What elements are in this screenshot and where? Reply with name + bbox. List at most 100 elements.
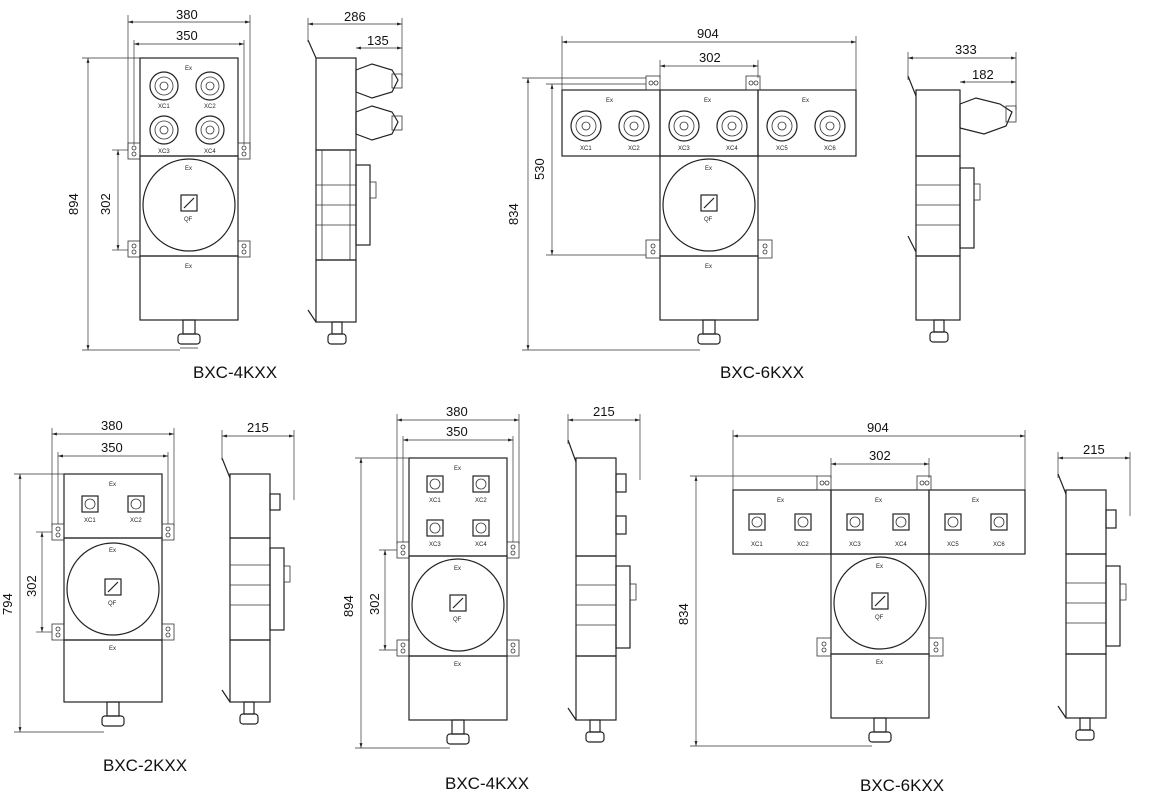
svg-text:XC1: XC1 bbox=[84, 518, 96, 524]
svg-text:XC2: XC2 bbox=[130, 518, 142, 524]
tl-socket-xc1: XC1 bbox=[149, 71, 179, 110]
b1-front-dims: 380 350 794 302 bbox=[0, 418, 175, 733]
b3-socket-xc3: XC3 bbox=[846, 513, 864, 548]
svg-text:XC4: XC4 bbox=[895, 542, 907, 548]
tr-front-dims: 904 302 834 530 bbox=[506, 26, 857, 351]
svg-text:XC1: XC1 bbox=[429, 498, 441, 504]
svg-text:XC2: XC2 bbox=[204, 104, 216, 110]
svg-text:302: 302 bbox=[24, 575, 39, 597]
svg-text:Ex: Ex bbox=[875, 498, 882, 504]
svg-text:215: 215 bbox=[1083, 442, 1105, 457]
b1-socket-xc2: XC2 bbox=[127, 495, 145, 524]
b2-socket-xc1: XC1 bbox=[426, 475, 444, 504]
tl-socket-box bbox=[139, 57, 239, 157]
b3-socket-xc5: XC5 bbox=[944, 513, 962, 548]
svg-text:XC4: XC4 bbox=[204, 149, 216, 155]
svg-text:XC3: XC3 bbox=[849, 542, 861, 548]
tl-side-view bbox=[307, 39, 403, 345]
tr-side-dims: 333 182 bbox=[907, 42, 1017, 110]
svg-text:XC2: XC2 bbox=[475, 498, 487, 504]
svg-text:XC1: XC1 bbox=[751, 542, 763, 548]
b1-side-view bbox=[221, 457, 291, 725]
svg-text:XC3: XC3 bbox=[158, 149, 170, 155]
tl-socket-xc4: XC4 bbox=[195, 115, 225, 155]
svg-text:834: 834 bbox=[506, 203, 521, 225]
svg-text:286: 286 bbox=[344, 9, 366, 24]
svg-text:350: 350 bbox=[176, 28, 198, 43]
tr-socket-xc3: XC3 bbox=[668, 110, 700, 152]
svg-text:350: 350 bbox=[101, 440, 123, 455]
caption-bottom-3: BXC-6KXX bbox=[860, 776, 944, 795]
b3-front-view: Ex Ex Ex XC1 XC2 XC3 XC4 XC5 XC6 QF Ex E… bbox=[732, 475, 1026, 743]
b2-socket-xc3: XC3 bbox=[426, 519, 444, 548]
svg-text:QF: QF bbox=[108, 601, 117, 607]
b3-socket-xc6: XC6 bbox=[990, 513, 1008, 548]
tl-breaker-flange bbox=[142, 158, 236, 252]
svg-text:Ex: Ex bbox=[705, 264, 712, 270]
svg-text:333: 333 bbox=[955, 42, 977, 57]
svg-text:Ex: Ex bbox=[109, 482, 116, 488]
tr-socket-xc2: XC2 bbox=[618, 110, 650, 152]
svg-text:530: 530 bbox=[532, 158, 547, 180]
tl-socket-xc2: XC2 bbox=[195, 71, 225, 110]
tr-socket-xc4: XC4 bbox=[716, 110, 748, 152]
b1-socket-xc1: XC1 bbox=[81, 495, 99, 524]
tl-front-view: Ex XC1 XC2 XC3 XC4 QF Ex Ex bbox=[127, 57, 251, 349]
svg-text:Ex: Ex bbox=[454, 466, 461, 472]
svg-text:XC6: XC6 bbox=[993, 542, 1005, 548]
svg-text:QF: QF bbox=[184, 217, 193, 223]
svg-text:Ex: Ex bbox=[454, 566, 461, 572]
svg-text:XC1: XC1 bbox=[158, 104, 170, 110]
svg-text:Ex: Ex bbox=[705, 166, 712, 172]
svg-text:Ex: Ex bbox=[185, 264, 192, 270]
svg-text:QF: QF bbox=[875, 615, 884, 621]
svg-text:QF: QF bbox=[704, 217, 713, 223]
svg-text:Ex: Ex bbox=[704, 98, 711, 104]
svg-text:182: 182 bbox=[972, 67, 994, 82]
svg-text:834: 834 bbox=[676, 603, 691, 625]
svg-text:380: 380 bbox=[446, 404, 468, 419]
b3-side-dims: 215 bbox=[1057, 442, 1131, 516]
svg-text:380: 380 bbox=[101, 418, 123, 433]
b2-side-view bbox=[567, 439, 637, 743]
svg-text:XC2: XC2 bbox=[628, 146, 640, 152]
svg-text:Ex: Ex bbox=[802, 98, 809, 104]
svg-text:302: 302 bbox=[367, 593, 382, 615]
svg-text:215: 215 bbox=[247, 420, 269, 435]
svg-text:Ex: Ex bbox=[454, 662, 461, 668]
svg-text:QF: QF bbox=[453, 617, 462, 623]
svg-text:XC5: XC5 bbox=[776, 146, 788, 152]
svg-text:215: 215 bbox=[593, 404, 615, 419]
tl-switch-handle bbox=[180, 194, 198, 212]
svg-text:302: 302 bbox=[869, 448, 891, 463]
b2-front-dims: 380 350 894 302 bbox=[341, 404, 520, 749]
svg-text:XC3: XC3 bbox=[429, 542, 441, 548]
b3-socket-xc1: XC1 bbox=[748, 513, 766, 548]
b3-front-dims: 904 302 834 bbox=[676, 420, 1026, 747]
svg-text:904: 904 bbox=[867, 420, 889, 435]
b3-socket-xc2: XC2 bbox=[794, 513, 812, 548]
svg-text:794: 794 bbox=[0, 593, 15, 615]
svg-text:380: 380 bbox=[176, 7, 198, 22]
svg-text:894: 894 bbox=[341, 595, 356, 617]
b2-front-view: Ex XC1 XC2 XC3 XC4 QF Ex Ex bbox=[396, 457, 520, 745]
tl-side-dims: 286 135 bbox=[307, 9, 403, 76]
svg-text:XC5: XC5 bbox=[947, 542, 959, 548]
tr-side-view bbox=[907, 75, 1017, 343]
svg-text:XC4: XC4 bbox=[726, 146, 738, 152]
svg-text:135: 135 bbox=[367, 33, 389, 48]
caption-bottom-1: BXC-2KXX bbox=[103, 756, 187, 775]
svg-text:Ex: Ex bbox=[972, 498, 979, 504]
svg-text:302: 302 bbox=[98, 193, 113, 215]
svg-text:Ex: Ex bbox=[777, 498, 784, 504]
svg-text:Ex: Ex bbox=[109, 548, 116, 554]
b3-socket-xc4: XC4 bbox=[892, 513, 910, 548]
tr-socket-xc1: XC1 bbox=[570, 110, 602, 152]
svg-text:XC1: XC1 bbox=[580, 146, 592, 152]
svg-text:XC4: XC4 bbox=[475, 542, 487, 548]
svg-text:350: 350 bbox=[446, 424, 468, 439]
svg-text:Ex: Ex bbox=[876, 564, 883, 570]
caption-bottom-2: BXC-4KXX bbox=[445, 774, 529, 793]
svg-text:XC6: XC6 bbox=[824, 146, 836, 152]
